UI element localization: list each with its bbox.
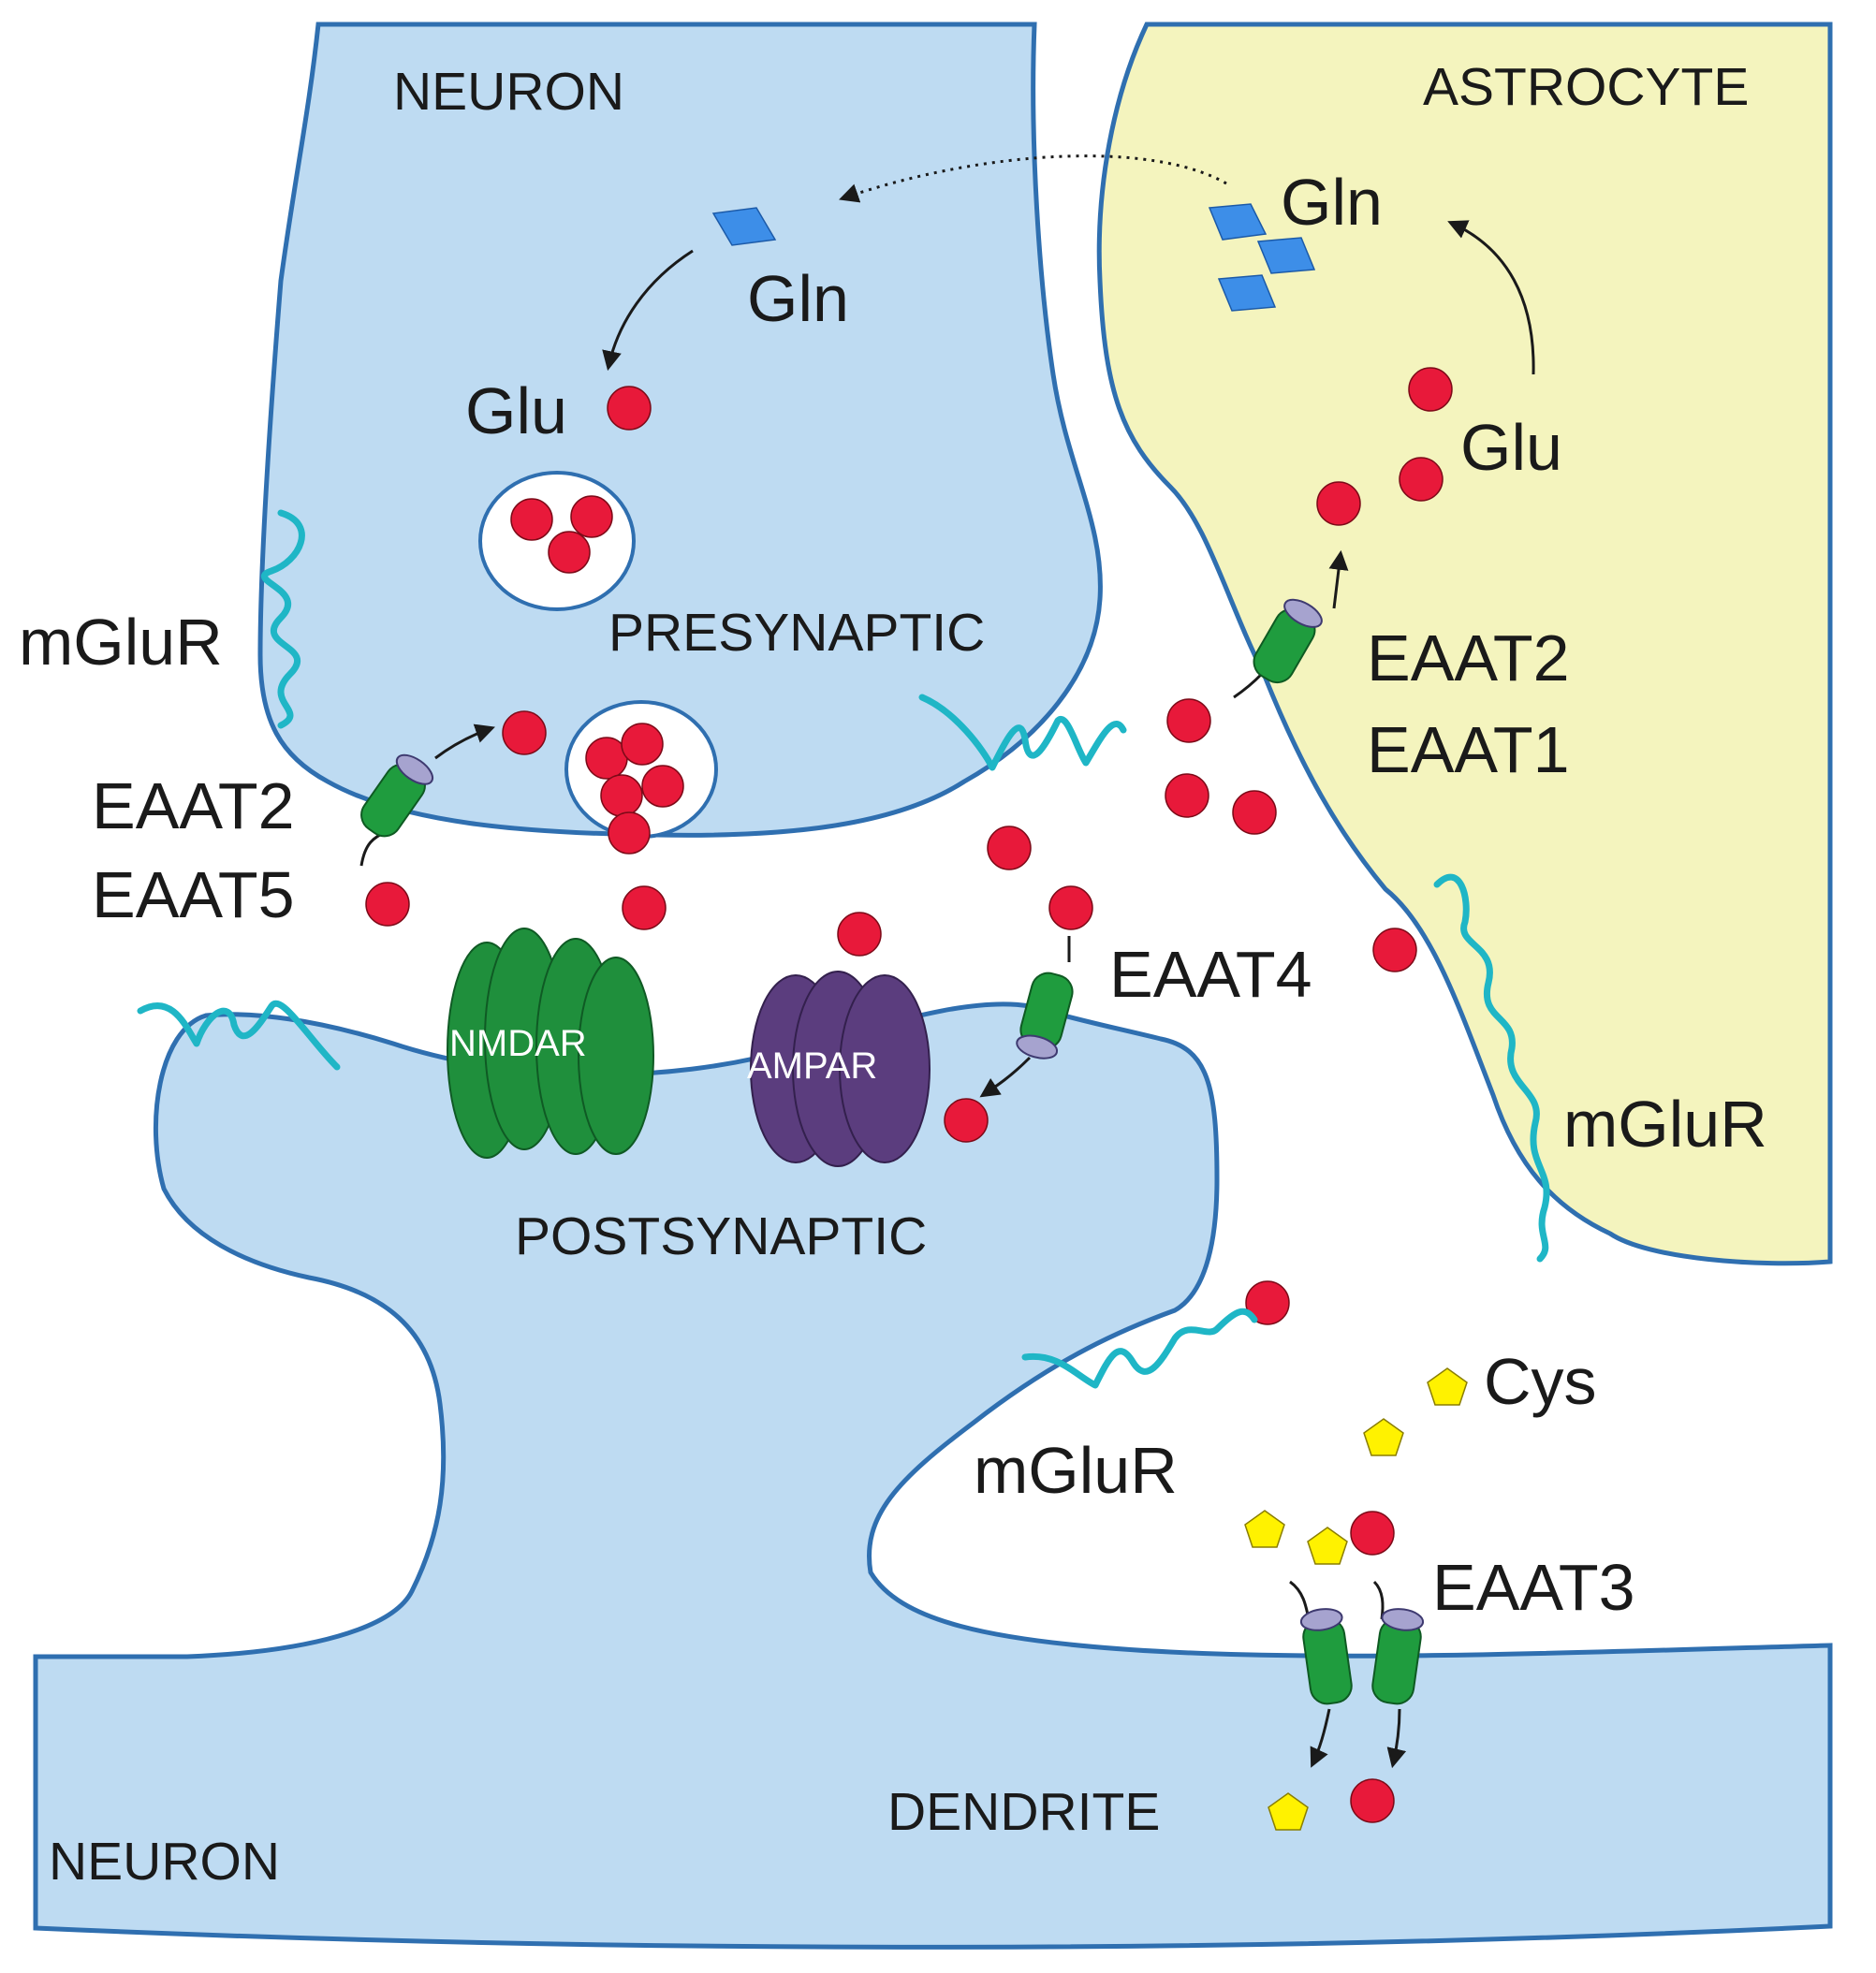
glu-dot [1372,928,1417,972]
glu-dot [607,386,652,431]
label-eaat4: EAAT4 [1109,938,1312,1011]
label-nmdar: NMDAR [449,1023,587,1064]
label-neuron-top: NEURON [393,62,624,122]
gln-to-glu-arrow [602,249,694,372]
label-eaat3: EAAT3 [1432,1551,1635,1624]
glu-dot [1316,481,1361,526]
gln-diamond [1217,274,1277,312]
eaat2-pre-arrow [359,831,385,867]
astrocyte-cell [1096,22,1833,1266]
glu-dot [365,882,410,927]
eaat2-pre-out-arrow [434,723,495,760]
gln-diamond [1256,237,1316,274]
eaat2-eaat5-transporter [360,753,434,838]
label-ampar: AMPAR [747,1045,877,1087]
glu-dot [837,912,882,957]
gln-diamond [1208,203,1268,241]
label-glu-neuron: Glu [465,374,567,447]
eaat3-out-arrow-right [1386,1708,1407,1769]
glu-dot [621,723,664,766]
label-mglur-bottom: mGluR [974,1434,1178,1507]
cys-pentagon [1268,1792,1309,1831]
eaat3-out-arrow-left [1310,1708,1331,1768]
eaat4-out-arrow [979,1056,1032,1098]
gln-diamond [711,207,777,246]
label-neuron-bottom: NEURON [49,1832,280,1892]
label-dendrite: DENDRITE [887,1782,1160,1842]
eaat2-astro-out-arrow [1328,549,1349,609]
label-mglur-right: mGluR [1563,1088,1767,1161]
eaat3-in-arrow-right [1372,1580,1385,1620]
glu-dot [502,710,547,755]
label-gln-neuron: Gln [747,262,849,335]
glu-dot [622,885,667,930]
eaat2-eaat1-transporter [1253,598,1323,684]
nmdar-receptor [447,928,654,1159]
label-glu-astro: Glu [1460,411,1562,484]
cys-pentagon [1363,1418,1404,1456]
glu-dot [510,498,553,541]
cys-pentagon [1307,1527,1348,1565]
glu-dot [1165,773,1209,818]
glu-dot [1166,698,1211,743]
eaat4-transporter [1016,972,1074,1060]
glu-dot [1408,367,1453,412]
label-eaat5-pre: EAAT5 [92,858,295,931]
glu-dot [1048,885,1093,930]
glu-dot [1350,1511,1395,1556]
postsynaptic-neuron [33,1001,1833,1950]
label-eaat1-astro: EAAT1 [1367,713,1570,786]
glu-dot [1399,457,1444,502]
glu-dot [570,495,613,538]
mglur-helix-astro [1433,873,1550,1263]
label-astrocyte: ASTROCYTE [1423,57,1749,117]
glu-dot [1245,1280,1290,1325]
cys-pentagon [1244,1510,1285,1548]
glu-to-gln-astro-arrow [1447,220,1535,375]
label-cys: Cys [1484,1345,1597,1418]
mglur-helix-post-left [137,1000,341,1071]
mglur-helix-post-right [1021,1308,1258,1389]
cys-pentagon [1427,1367,1468,1406]
glu-dot [548,531,591,574]
ampar-receptor [750,971,931,1167]
label-mglur-left: mGluR [19,606,223,679]
glu-dot [987,826,1032,870]
label-eaat2-pre: EAAT2 [92,769,295,842]
glu-dot [1350,1778,1395,1823]
label-presynaptic: PRESYNAPTIC [608,603,985,663]
glu-dot [1232,790,1277,835]
glu-dot [944,1098,989,1143]
label-postsynaptic: POSTSYNAPTIC [515,1206,927,1266]
glu-dot [641,765,684,808]
mglur-helix-pre-right [918,694,1127,771]
glu-dot [608,811,651,855]
label-gln-astro: Gln [1281,166,1383,239]
glu-dot [600,774,643,817]
eaat3-transporter-right [1371,1608,1425,1705]
eaat3-transporter-left [1299,1608,1353,1705]
label-eaat2-astro: EAAT2 [1367,621,1570,694]
mglur-helix-pre-left [261,509,305,729]
